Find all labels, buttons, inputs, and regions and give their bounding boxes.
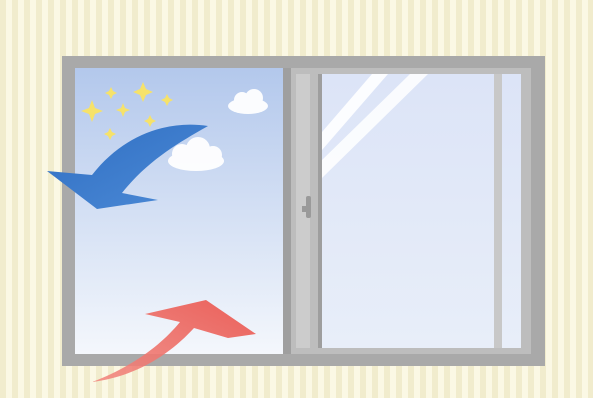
sash-stile-edge [318,74,322,348]
sash-left-edge [283,68,291,354]
sash-right-rail [494,74,502,348]
